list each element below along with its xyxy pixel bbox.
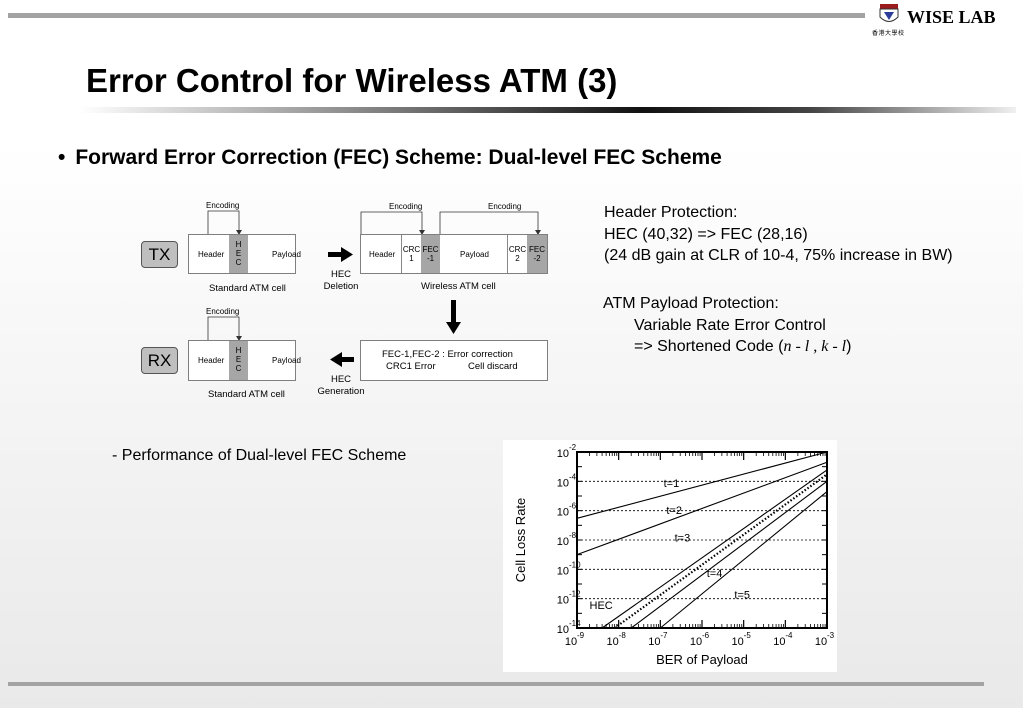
x-tick-label: 10 — [773, 636, 785, 648]
y-tick-label: 10 — [557, 448, 569, 460]
y-tick-exponent: -12 — [569, 590, 581, 599]
payload-protection-title: ATM Payload Protection: — [603, 295, 779, 312]
wcell-payload: Payload — [460, 250, 489, 259]
rx-cell-payload: Payload — [272, 356, 301, 365]
encoding-label-tx: Encoding — [206, 201, 240, 210]
main-bullet: • Forward Error Correction (FEC) Scheme: … — [58, 146, 722, 170]
series-line-t3 — [601, 469, 828, 629]
series-line-HEC — [613, 473, 828, 629]
encoding-label-crc1: Encoding — [389, 202, 423, 211]
x-tick-exponent: -4 — [785, 631, 793, 640]
series-label-t3: t=3 — [675, 532, 691, 544]
cell-header: Header — [198, 250, 225, 259]
wireless-caption: Wireless ATM cell — [421, 281, 496, 292]
rx-standard-caption: Standard ATM cell — [208, 389, 285, 400]
x-tick-exponent: -3 — [827, 631, 835, 640]
x-tick-label: 10 — [648, 636, 660, 648]
decode-box: FEC-1,FEC-2 : Error correction CRC1 Erro… — [360, 340, 548, 381]
header-protection-title: Header Protection: — [604, 204, 738, 221]
encoding-label-crc2: Encoding — [488, 202, 522, 211]
x-tick-exponent: -8 — [619, 631, 627, 640]
series-line-t1 — [576, 451, 828, 519]
y-tick-exponent: -14 — [569, 619, 581, 628]
payload-protection-line2: => Shortened Code (n - l , k - l) — [634, 338, 852, 355]
y-tick-exponent: -4 — [569, 472, 577, 481]
y-tick-label: 10 — [557, 565, 569, 577]
bullet-marker: • — [58, 146, 66, 169]
x-tick-label: 10 — [732, 636, 744, 648]
decode-line1: FEC-1,FEC-2 : Error correction — [382, 349, 513, 360]
y-tick-exponent: -2 — [569, 443, 577, 452]
rx-cell-header: Header — [198, 356, 225, 365]
university-crest-icon — [879, 4, 899, 22]
wcell-fec2: FEC-2 — [527, 235, 547, 273]
x-tick-label: 10 — [565, 636, 577, 648]
wcell-header: Header — [369, 250, 396, 259]
encoding-label-rx: Encoding — [206, 307, 240, 316]
cell-payload: Payload — [272, 250, 301, 259]
payload-formula: n - l , k - l — [783, 338, 847, 355]
y-tick-exponent: -6 — [569, 502, 577, 511]
x-tick-exponent: -5 — [744, 631, 752, 640]
performance-subbullet: - Performance of Dual-level FEC Scheme — [112, 447, 407, 464]
y-tick-exponent: -8 — [569, 531, 577, 540]
payload-protection-line1: Variable Rate Error Control — [634, 316, 826, 334]
x-tick-exponent: -6 — [702, 631, 710, 640]
y-tick-label: 10 — [557, 536, 569, 548]
top-rule — [8, 13, 865, 18]
x-tick-exponent: -7 — [660, 631, 668, 640]
header-protection-line2: (24 dB gain at CLR of 10-4, 75% increase… — [604, 247, 953, 264]
wcell-fec1: FEC-1 — [421, 235, 440, 273]
lab-name: WISE LAB — [907, 7, 996, 27]
logo-chinese-text: 香港大學校 — [872, 30, 905, 37]
series-label-HEC: HEC — [590, 600, 613, 612]
series-label-t4: t=4 — [707, 568, 723, 580]
x-tick-label: 10 — [607, 636, 619, 648]
series-label-t5: t=5 — [734, 590, 750, 602]
bottom-rule — [8, 682, 984, 686]
series-line-t5 — [659, 491, 828, 629]
x-tick-label: 10 — [815, 636, 827, 648]
rx-label: RX — [141, 347, 178, 374]
header-protection-notes: Header Protection: HEC (40,32) => FEC (2… — [604, 202, 953, 267]
y-tick-label: 10 — [557, 477, 569, 489]
y-tick-label: 10 — [557, 595, 569, 607]
y-tick-label: 10 — [557, 507, 569, 519]
y-tick-label: 10 — [557, 624, 569, 636]
x-axis-label: BER of Payload — [656, 652, 748, 667]
x-tick-label: 10 — [690, 636, 702, 648]
chart-svg: 10-210-410-610-810-1010-1210-1410-910-81… — [513, 443, 835, 667]
slide-title: Error Control for Wireless ATM (3) — [86, 62, 618, 99]
series-label-t2: t=2 — [666, 505, 682, 517]
decode-line2a: CRC1 Error — [386, 361, 436, 372]
payload-protection-notes: ATM Payload Protection: Variable Rate Er… — [603, 293, 851, 358]
decode-line2b: Cell discard — [468, 361, 518, 372]
title-underline — [80, 107, 1016, 113]
header-protection-line1: HEC (40,32) => FEC (28,16) — [604, 225, 808, 243]
y-tick-exponent: -10 — [569, 560, 581, 569]
tx-standard-caption: Standard ATM cell — [209, 283, 286, 294]
series-label-t1: t=1 — [664, 478, 680, 490]
series-line-t2 — [576, 461, 828, 556]
tx-label: TX — [141, 241, 178, 268]
x-tick-exponent: -9 — [577, 631, 585, 640]
y-axis-label: Cell Loss Rate — [513, 498, 528, 583]
series-line-t4 — [630, 480, 828, 629]
bullet-text: Forward Error Correction (FEC) Scheme: D… — [75, 146, 722, 169]
